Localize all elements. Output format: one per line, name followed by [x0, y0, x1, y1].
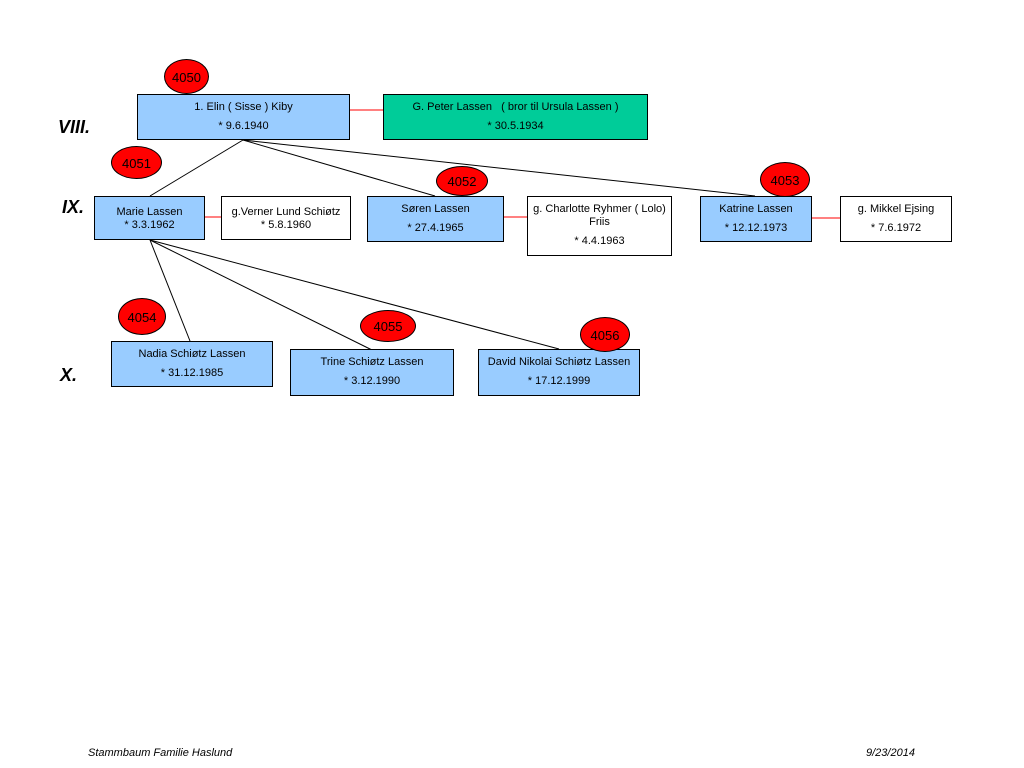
person-birthdate: * 30.5.1934: [487, 120, 544, 132]
id-badge-4054: 4054: [118, 298, 166, 335]
person-name: Nadia Schiøtz Lassen: [138, 348, 246, 360]
person-name: g. Charlotte Ryhmer ( Lolo) Friis: [533, 203, 666, 228]
person-name: g.Verner Lund Schiøtz: [231, 206, 341, 218]
person-box-peter[interactable]: G. Peter Lassen ( bror til Ursula Lassen…: [383, 94, 648, 140]
person-box-trine[interactable]: Trine Schiøtz Lassen * 3.12.1990: [290, 349, 454, 396]
person-name: g. Mikkel Ejsing: [857, 203, 935, 215]
person-birthdate: * 9.6.1940: [218, 120, 269, 132]
descent-line-marie: [149, 139, 244, 197]
person-box-david[interactable]: David Nikolai Schiøtz Lassen * 17.12.199…: [478, 349, 640, 396]
descent-line-nadia: [149, 239, 191, 342]
person-birthdate: * 3.12.1990: [343, 375, 401, 387]
descent-line-david: [149, 239, 560, 350]
person-box-charlotte[interactable]: g. Charlotte Ryhmer ( Lolo) Friis * 4.4.…: [527, 196, 672, 256]
id-badge-4056: 4056: [580, 317, 630, 352]
person-box-elin[interactable]: 1. Elin ( Sisse ) Kiby * 9.6.1940: [137, 94, 350, 140]
person-birthdate: * 5.8.1960: [260, 219, 312, 231]
person-name: David Nikolai Schiøtz Lassen: [487, 356, 631, 368]
descent-line-katrine: [242, 139, 756, 197]
person-name: Katrine Lassen: [719, 203, 793, 215]
id-badge-4051: 4051: [111, 146, 162, 179]
person-box-verner[interactable]: g.Verner Lund Schiøtz * 5.8.1960: [221, 196, 351, 240]
footer-date: 9/23/2014: [866, 747, 915, 759]
person-birthdate: * 4.4.1963: [574, 235, 625, 247]
descent-line-soren: [242, 139, 436, 197]
person-name: Søren Lassen: [401, 203, 470, 215]
descent-line-trine: [149, 239, 373, 351]
person-name: 1. Elin ( Sisse ) Kiby: [194, 101, 293, 113]
generation-label-x: X.: [60, 365, 78, 385]
generation-label-ix: IX.: [62, 197, 85, 217]
generation-label-viii: VIII.: [58, 117, 91, 137]
person-box-nadia[interactable]: Nadia Schiøtz Lassen * 31.12.1985: [111, 341, 273, 387]
person-box-mikkel[interactable]: g. Mikkel Ejsing * 7.6.1972: [840, 196, 952, 242]
id-badge-4052: 4052: [436, 166, 488, 196]
id-badge-4050: 4050: [164, 59, 209, 94]
person-birthdate: * 27.4.1965: [407, 222, 464, 234]
person-box-soren[interactable]: Søren Lassen * 27.4.1965: [367, 196, 504, 242]
person-birthdate: * 17.12.1999: [527, 375, 591, 387]
id-badge-4053: 4053: [760, 162, 810, 197]
id-badge-4055: 4055: [360, 310, 416, 342]
person-box-marie[interactable]: Marie Lassen * 3.3.1962: [94, 196, 205, 240]
person-birthdate: * 31.12.1985: [160, 367, 224, 379]
footer-title: Stammbaum Familie Haslund: [88, 747, 233, 759]
person-birthdate: * 3.3.1962: [124, 219, 175, 231]
person-birthdate: * 7.6.1972: [870, 222, 922, 234]
person-box-katrine[interactable]: Katrine Lassen * 12.12.1973: [700, 196, 812, 242]
person-name: G. Peter Lassen ( bror til Ursula Lassen…: [412, 101, 619, 113]
person-birthdate: * 12.12.1973: [724, 222, 788, 234]
person-name: Marie Lassen: [116, 206, 183, 218]
person-name: Trine Schiøtz Lassen: [320, 356, 424, 368]
